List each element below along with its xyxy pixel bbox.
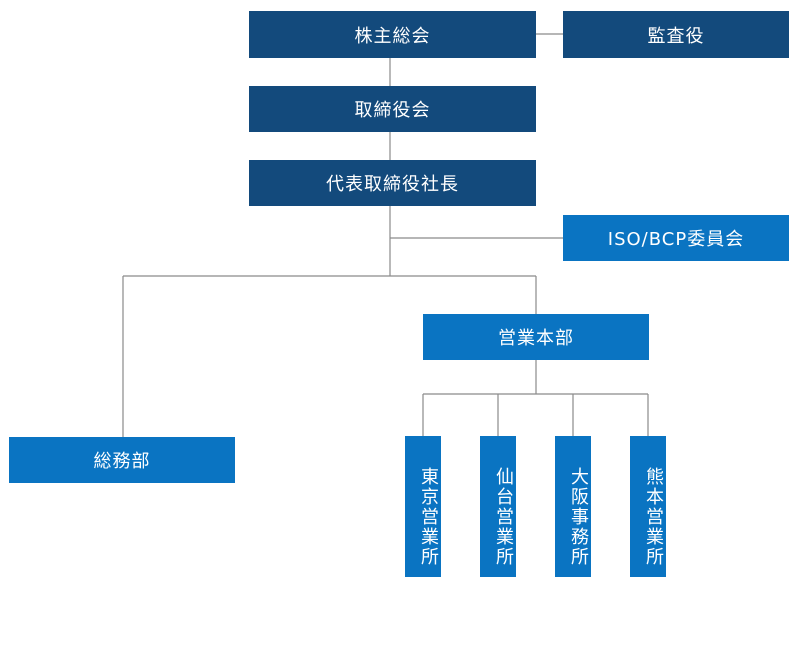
president-label: 代表取締役社長 (326, 174, 459, 195)
board-label: 取締役会 (354, 100, 431, 121)
committee-label: ISO/BCP委員会 (607, 229, 745, 250)
tokyo-office-label: 東京営業所 (418, 466, 439, 567)
sendai-office-label: 仙台営業所 (493, 466, 514, 567)
general-affairs-label: 総務部 (93, 451, 151, 472)
sales-hq-label: 営業本部 (498, 328, 574, 349)
osaka-office-label: 大阪事務所 (568, 466, 589, 567)
shareholders-meeting-label: 株主総会 (354, 25, 431, 47)
board-box: 取締役会 (249, 86, 536, 132)
kumamoto-office-label: 熊本営業所 (643, 466, 664, 567)
tokyo-office-box: 東京営業所 (405, 436, 441, 577)
general-affairs-box: 総務部 (9, 437, 235, 483)
committee-box: ISO/BCP委員会 (563, 215, 789, 261)
shareholders-meeting-box: 株主総会 (249, 11, 536, 58)
president-box: 代表取締役社長 (249, 160, 536, 206)
osaka-office-box: 大阪事務所 (555, 436, 591, 577)
auditor-box: 監査役 (563, 11, 789, 58)
kumamoto-office-box: 熊本営業所 (630, 436, 666, 577)
sales-hq-box: 営業本部 (423, 314, 649, 360)
auditor-label: 監査役 (647, 25, 705, 47)
sendai-office-box: 仙台営業所 (480, 436, 516, 577)
